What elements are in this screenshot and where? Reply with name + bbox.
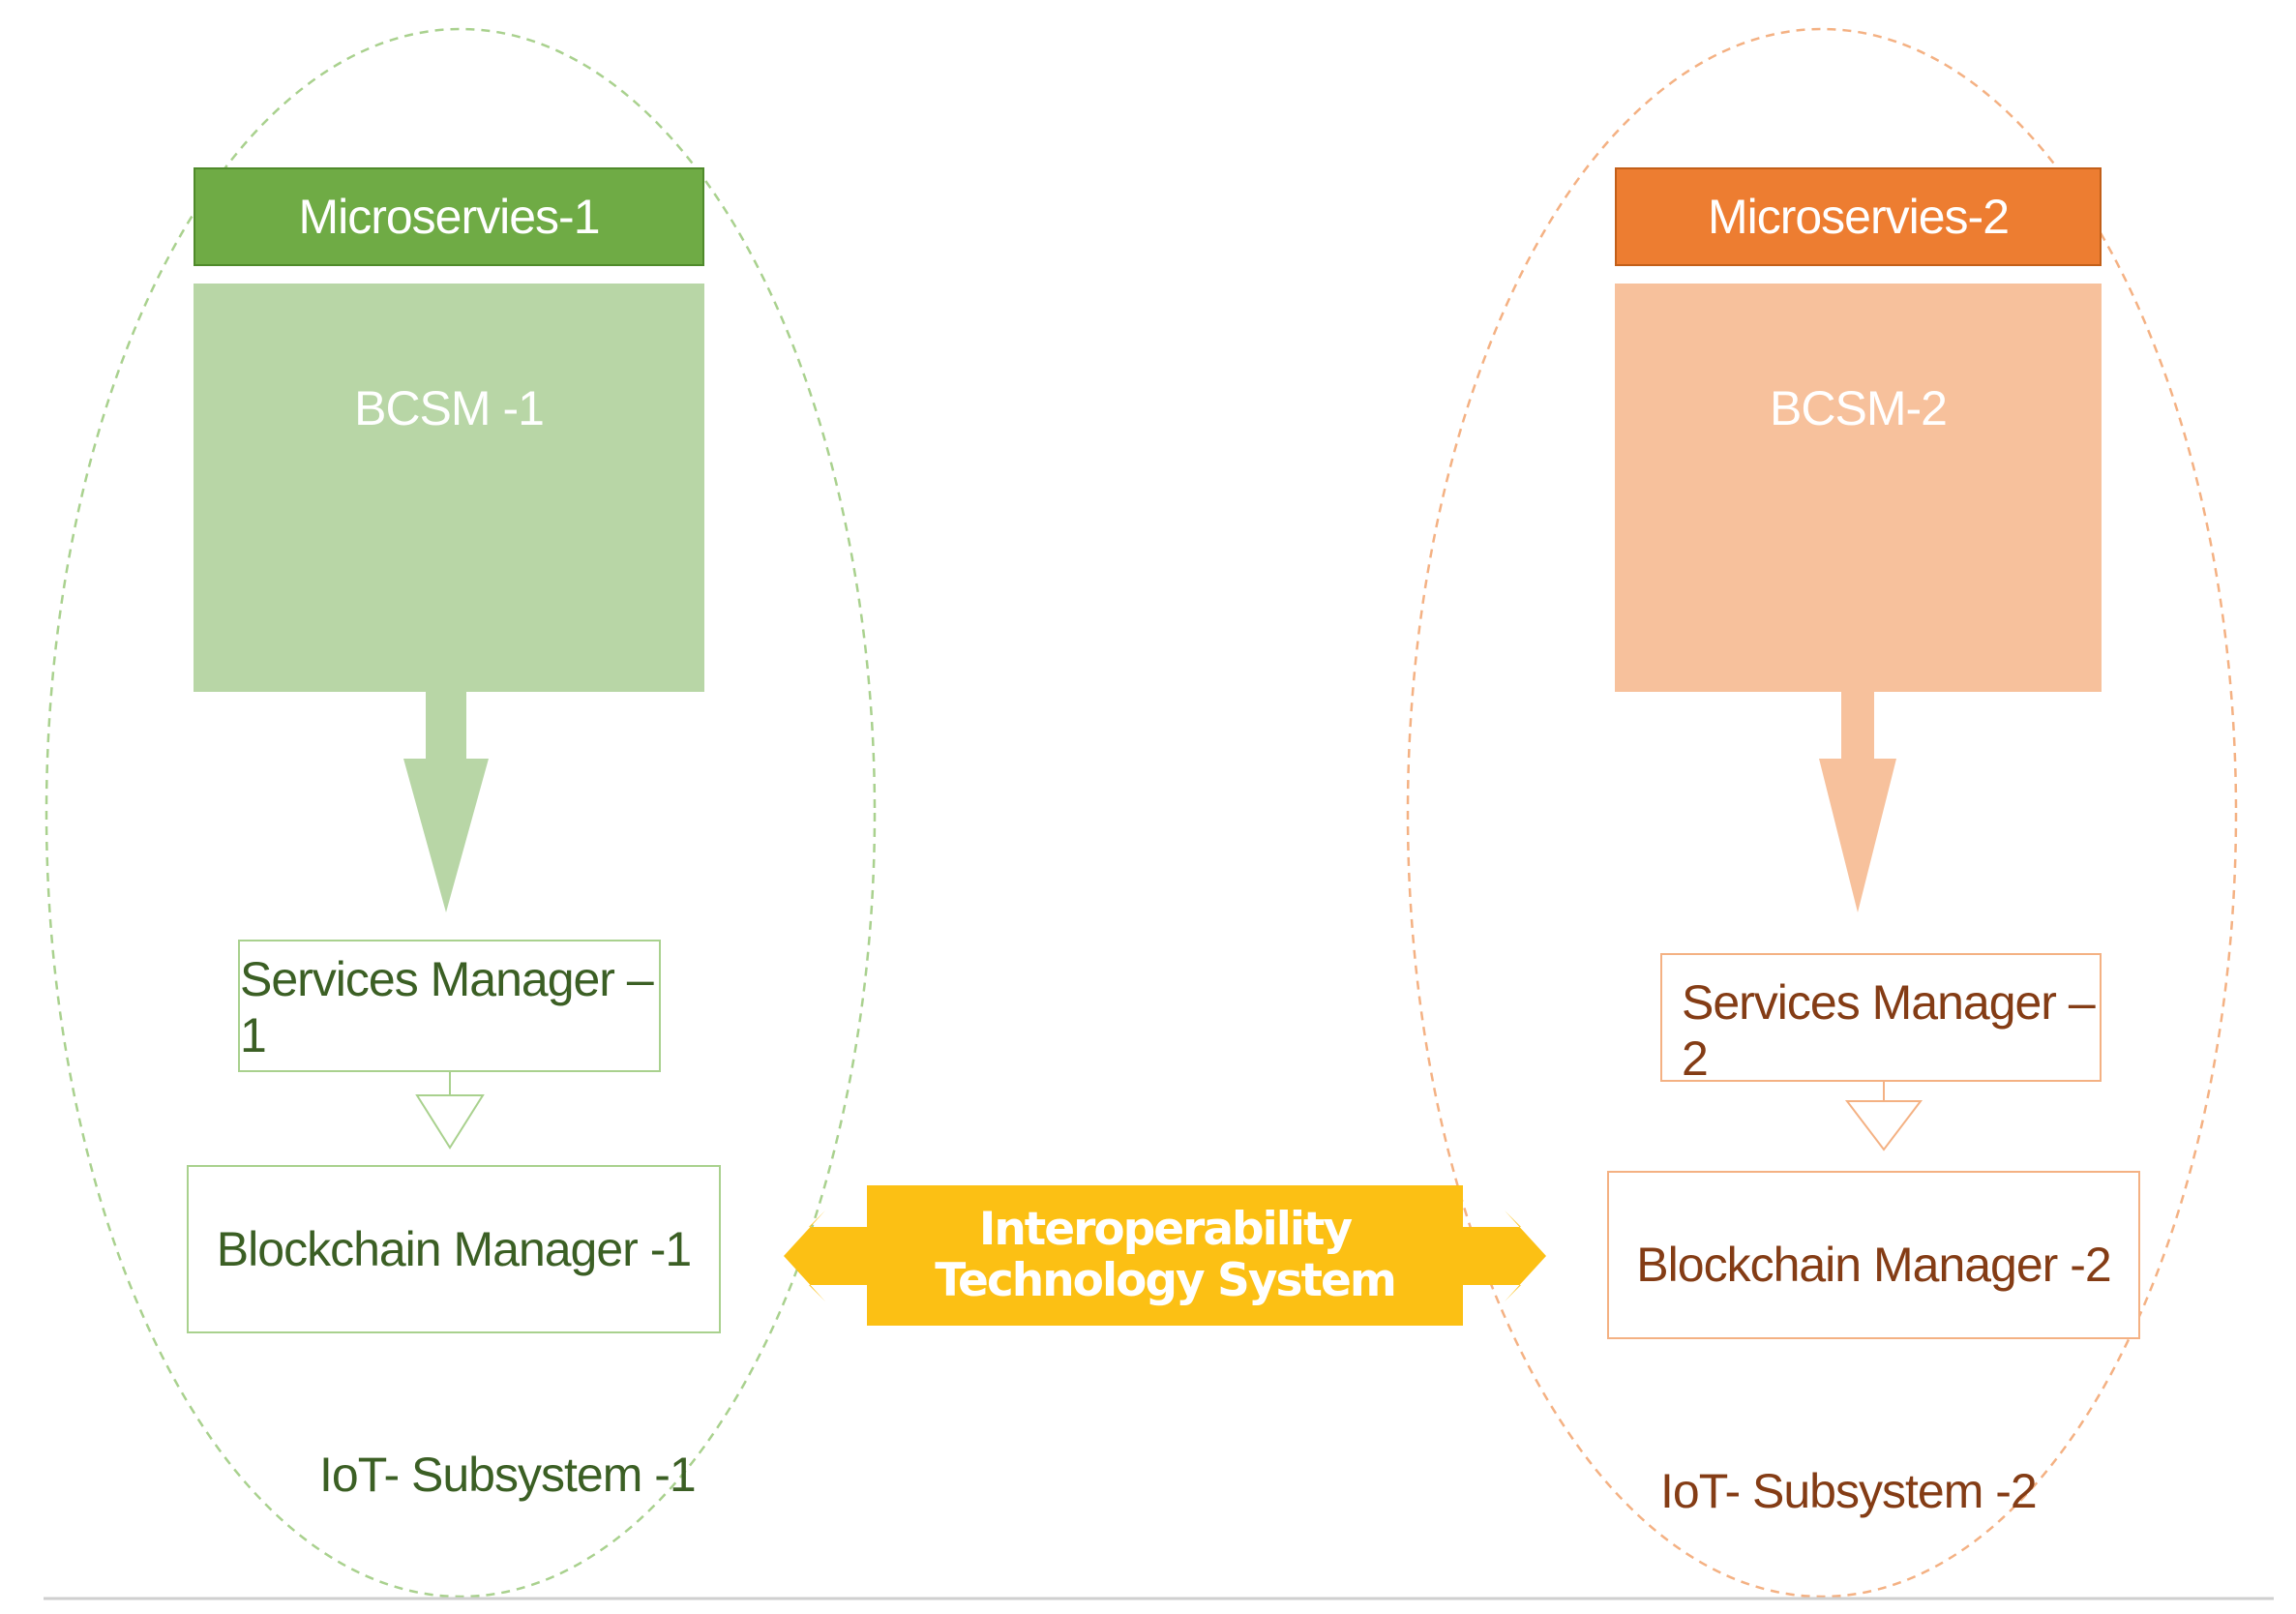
interoperability-line-2: Technology System	[935, 1253, 1397, 1307]
interoperability-bar	[867, 1185, 1463, 1326]
services-manager-2-box: Services Manager –2	[1660, 953, 2102, 1086]
bcsm-2-block: BCSM-2	[1615, 284, 2102, 692]
subsystem-2-boundary	[1406, 27, 2238, 1599]
interoperability-right-arrowhead	[1463, 1210, 1546, 1301]
interoperability-left-arrowhead	[784, 1210, 867, 1301]
iot-subsystem-1-label: IoT- Subsystem -1	[319, 1448, 697, 1502]
services-to-blockchain-2-arrow	[1844, 1100, 1923, 1151]
bcsm-2-down-arrow	[1819, 692, 1896, 912]
interoperability-label: Interoperability Technology System	[867, 1185, 1463, 1326]
iot-subsystem-2-label: IoT- Subsystem -2	[1660, 1464, 2038, 1518]
subsystem-1-boundary	[45, 27, 877, 1599]
services-manager-1-box: Services Manager –1	[238, 940, 661, 1072]
blockchain-manager-1-box: Blockchain Manager -1	[187, 1165, 721, 1333]
microservices-2-header: Microservies-2	[1615, 167, 2102, 266]
bcsm-1-down-arrow	[403, 692, 489, 912]
blockchain-manager-2-box: Blockchain Manager -2	[1607, 1171, 2140, 1339]
services-to-blockchain-1-arrow	[415, 1094, 485, 1150]
interoperability-line-1: Interoperability	[978, 1202, 1353, 1256]
microservices-1-header: Microservies-1	[194, 167, 704, 266]
bcsm-1-block: BCSM -1	[194, 284, 704, 692]
